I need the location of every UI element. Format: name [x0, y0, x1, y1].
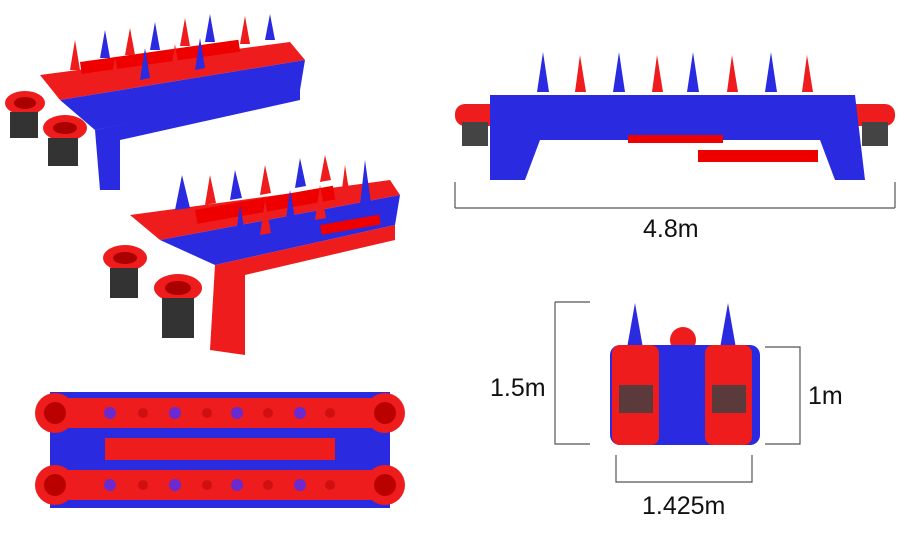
- side-view: [454, 52, 896, 209]
- perspective-view-angled: [103, 155, 400, 355]
- perspective-view-top: [5, 14, 305, 190]
- body-height-label: 1m: [808, 382, 843, 410]
- top-view: [35, 392, 405, 508]
- height-dimension-line: [554, 301, 590, 445]
- width-label: 1.425m: [642, 492, 726, 520]
- height-label: 1.5m: [490, 374, 546, 402]
- body-height-dimension-line: [765, 346, 801, 445]
- width-dimension-line: [615, 455, 753, 483]
- length-label: 4.8m: [643, 215, 699, 243]
- length-dimension-line: [454, 182, 896, 209]
- front-view: [554, 301, 801, 483]
